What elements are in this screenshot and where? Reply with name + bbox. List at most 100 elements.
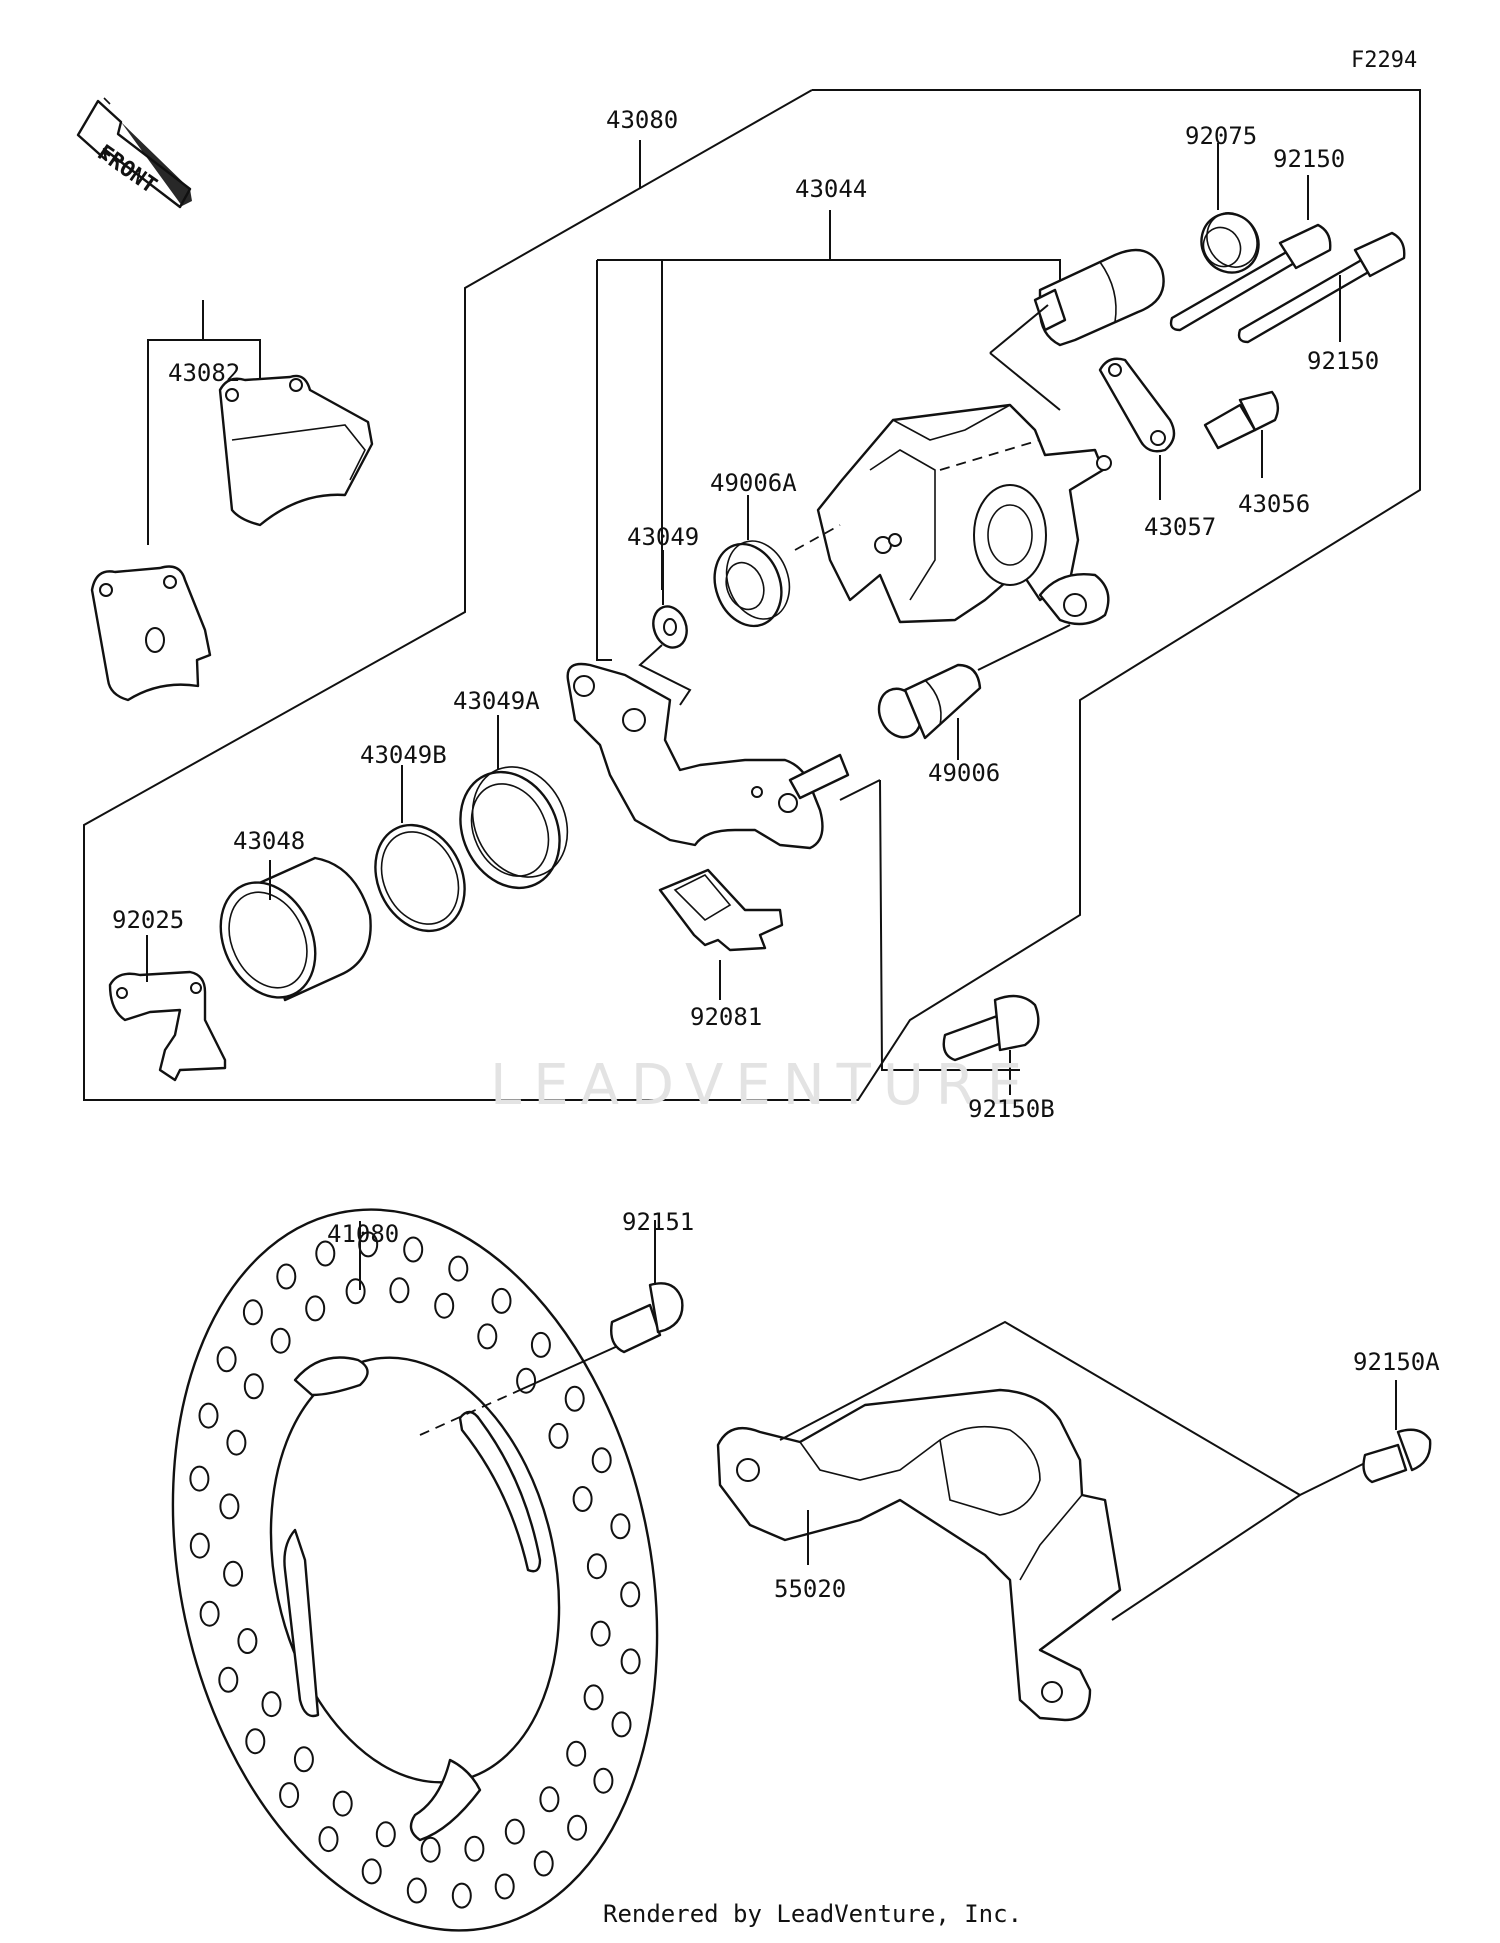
disc-hole bbox=[593, 1767, 614, 1794]
disc-hole bbox=[591, 1447, 612, 1474]
watermark: LEADVENTURE bbox=[490, 1053, 1034, 1118]
disc-hole bbox=[590, 1620, 611, 1647]
disc-hole bbox=[491, 1287, 512, 1314]
part-49006 bbox=[877, 663, 982, 740]
disc-hole bbox=[245, 1728, 266, 1755]
label-92150-top: 92150 bbox=[1273, 145, 1345, 173]
disc-hole bbox=[533, 1850, 554, 1877]
part-43056 bbox=[1203, 390, 1280, 450]
disc-hole bbox=[566, 1740, 587, 1767]
disc-hole bbox=[564, 1385, 585, 1412]
disc-hole bbox=[218, 1666, 239, 1693]
disc-hole bbox=[610, 1513, 631, 1540]
disc-hole bbox=[611, 1711, 632, 1738]
label-92075: 92075 bbox=[1185, 122, 1257, 150]
disc-hole bbox=[389, 1277, 410, 1304]
disc-hole bbox=[548, 1422, 569, 1449]
brake-pad-front bbox=[90, 565, 212, 702]
disc-hole bbox=[477, 1323, 498, 1350]
disc-hole bbox=[198, 1402, 219, 1429]
disc-hole bbox=[237, 1628, 258, 1654]
label-43082: 43082 bbox=[168, 359, 240, 387]
disc-hole bbox=[226, 1429, 247, 1456]
disc-hole bbox=[305, 1295, 326, 1322]
label-43049: 43049 bbox=[627, 523, 699, 551]
label-49006A: 49006A bbox=[710, 469, 797, 497]
assembly-outline bbox=[83, 89, 1421, 1101]
disc-hole bbox=[189, 1465, 210, 1492]
disc-hole bbox=[406, 1877, 427, 1904]
disc-hole bbox=[199, 1600, 220, 1627]
disc-hole bbox=[620, 1581, 641, 1608]
disc-hole bbox=[345, 1278, 366, 1305]
disc-hole bbox=[572, 1486, 593, 1512]
disc-hole bbox=[567, 1814, 588, 1841]
part-92150-right bbox=[1237, 231, 1406, 344]
disc-hole bbox=[434, 1292, 455, 1319]
disc-hole bbox=[451, 1882, 472, 1909]
disc-hole bbox=[318, 1826, 339, 1853]
disc-hole bbox=[494, 1873, 515, 1900]
disc-hole bbox=[361, 1858, 382, 1885]
part-43049 bbox=[652, 605, 688, 649]
label-43044: 43044 bbox=[795, 175, 867, 203]
disc-hole bbox=[189, 1532, 210, 1559]
label-43056: 43056 bbox=[1238, 490, 1310, 518]
disc-hole bbox=[504, 1818, 525, 1845]
part-92081 bbox=[658, 868, 784, 952]
disc-hole bbox=[420, 1836, 441, 1863]
disc-hole bbox=[223, 1560, 244, 1587]
disc-hole bbox=[332, 1790, 353, 1817]
label-41080: 41080 bbox=[327, 1220, 399, 1248]
label-55020: 55020 bbox=[774, 1575, 846, 1603]
disc-hole bbox=[261, 1691, 282, 1718]
part-92150B bbox=[942, 994, 1040, 1062]
disc-hole bbox=[530, 1331, 551, 1358]
disc-hole bbox=[539, 1786, 560, 1813]
label-43049B: 43049B bbox=[360, 741, 447, 769]
footer-credit: Rendered by LeadVenture, Inc. bbox=[603, 1900, 1022, 1928]
disc-hole bbox=[586, 1553, 607, 1580]
disc-hole bbox=[620, 1648, 641, 1675]
disc-hole bbox=[464, 1835, 485, 1862]
label-92025: 92025 bbox=[112, 906, 184, 934]
disc-hole bbox=[216, 1346, 237, 1373]
part-92025 bbox=[108, 970, 227, 1082]
caliper-body bbox=[816, 403, 1112, 626]
part-43049B bbox=[374, 823, 466, 933]
disc-hole bbox=[276, 1263, 297, 1290]
part-43048 bbox=[219, 856, 372, 1002]
caliper-bracket bbox=[566, 662, 850, 850]
label-92150-right: 92150 bbox=[1307, 347, 1379, 375]
part-55020 bbox=[716, 1388, 1122, 1722]
disc-hole bbox=[242, 1299, 263, 1326]
disc-hole bbox=[403, 1236, 424, 1263]
part-92151 bbox=[610, 1282, 684, 1354]
brake-disc bbox=[171, 1208, 659, 1932]
label-92081: 92081 bbox=[690, 1003, 762, 1031]
part-43057 bbox=[1098, 357, 1176, 453]
part-43049A bbox=[459, 766, 569, 890]
label-49006: 49006 bbox=[928, 759, 1000, 787]
part-49006A bbox=[713, 540, 791, 628]
part-92150-top bbox=[1169, 223, 1332, 332]
label-92150B: 92150B bbox=[968, 1095, 1055, 1123]
disc-hole bbox=[219, 1493, 240, 1520]
disc-hole bbox=[279, 1782, 300, 1809]
disc-hole bbox=[293, 1746, 314, 1773]
disc-hole bbox=[583, 1684, 604, 1711]
label-43057: 43057 bbox=[1144, 513, 1216, 541]
label-92150A: 92150A bbox=[1353, 1348, 1440, 1376]
disc-hole bbox=[270, 1327, 291, 1354]
label-43049A: 43049A bbox=[453, 687, 540, 715]
disc-hole bbox=[243, 1373, 264, 1400]
disc-hole bbox=[375, 1821, 396, 1848]
label-43048: 43048 bbox=[233, 827, 305, 855]
label-92151: 92151 bbox=[622, 1208, 694, 1236]
front-arrow-icon: FRONT bbox=[76, 97, 192, 209]
part-92150A bbox=[1362, 1428, 1432, 1484]
brake-pad-back bbox=[218, 374, 374, 527]
disc-hole bbox=[448, 1255, 469, 1282]
disc-hole bbox=[516, 1367, 537, 1394]
